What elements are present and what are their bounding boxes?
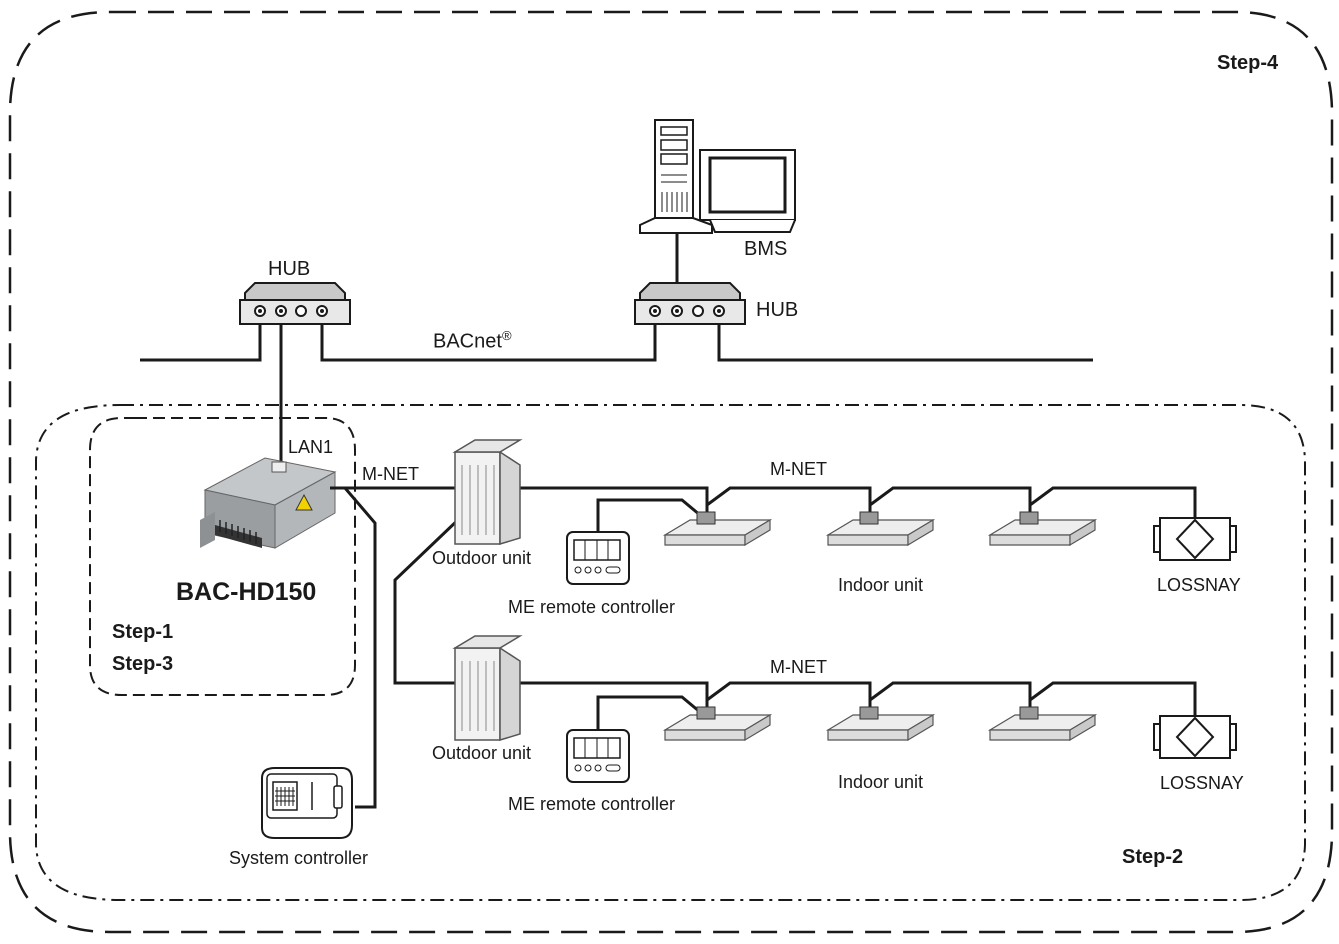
lossnay-bottom-label: LOSSNAY [1160, 773, 1244, 793]
bms-label: BMS [744, 238, 788, 260]
me-remote-bottom-label: ME remote controller [508, 794, 676, 814]
step2-boundary [35, 404, 1306, 901]
outdoor-unit-bottom-icon [452, 635, 523, 742]
indoor-unit-top-label: Indoor unit [838, 575, 924, 595]
mnet-bottom-label: M-NET [770, 657, 827, 677]
step2-label: Step-2 [1122, 846, 1184, 868]
system-controller-icon [261, 767, 353, 839]
indoor-unit-icon [825, 706, 936, 742]
hub-right-label: HUB [756, 299, 799, 321]
indoor-unit-icon [662, 706, 773, 742]
step1-3-boundary [89, 417, 356, 696]
indoor-unit-icon [987, 706, 1098, 742]
indoor-unit-icon [662, 511, 773, 547]
bms-computer-icon [639, 119, 796, 234]
mnet-wiring [330, 486, 1197, 809]
indoor-unit-icon [825, 511, 936, 547]
lossnay-bottom-icon [1153, 715, 1237, 759]
mnet-top-label: M-NET [770, 459, 827, 479]
me-remote-controller-top-icon [566, 531, 630, 585]
hub-left [239, 282, 351, 325]
indoor-unit-bottom-label: Indoor unit [838, 772, 924, 792]
lossnay-top-icon [1153, 517, 1237, 561]
hub-right [634, 282, 746, 325]
indoor-unit-icon [987, 511, 1098, 547]
system-controller-label: System controller [229, 848, 369, 868]
bacnet-label: BACnet® [433, 328, 512, 353]
hub-left-label: HUB [268, 258, 311, 280]
outdoor-unit-bottom-label: Outdoor unit [432, 743, 532, 763]
mnet-left-label: M-NET [362, 464, 419, 484]
me-remote-top-label: ME remote controller [508, 597, 676, 617]
lossnay-top-label: LOSSNAY [1157, 575, 1241, 595]
outdoor-unit-top-icon [452, 439, 523, 546]
bac-hd150-device-icon [200, 457, 337, 549]
step1-label: Step-1 [112, 621, 174, 643]
outdoor-unit-top-label: Outdoor unit [432, 548, 532, 568]
bac-model-label: BAC-HD150 [176, 578, 317, 606]
step4-boundary [8, 10, 1334, 934]
step4-label: Step-4 [1217, 52, 1279, 74]
step3-label: Step-3 [112, 653, 174, 675]
bacnet-bus [140, 232, 1093, 462]
me-remote-controller-bottom-icon [566, 729, 630, 783]
lan1-label: LAN1 [288, 437, 334, 457]
